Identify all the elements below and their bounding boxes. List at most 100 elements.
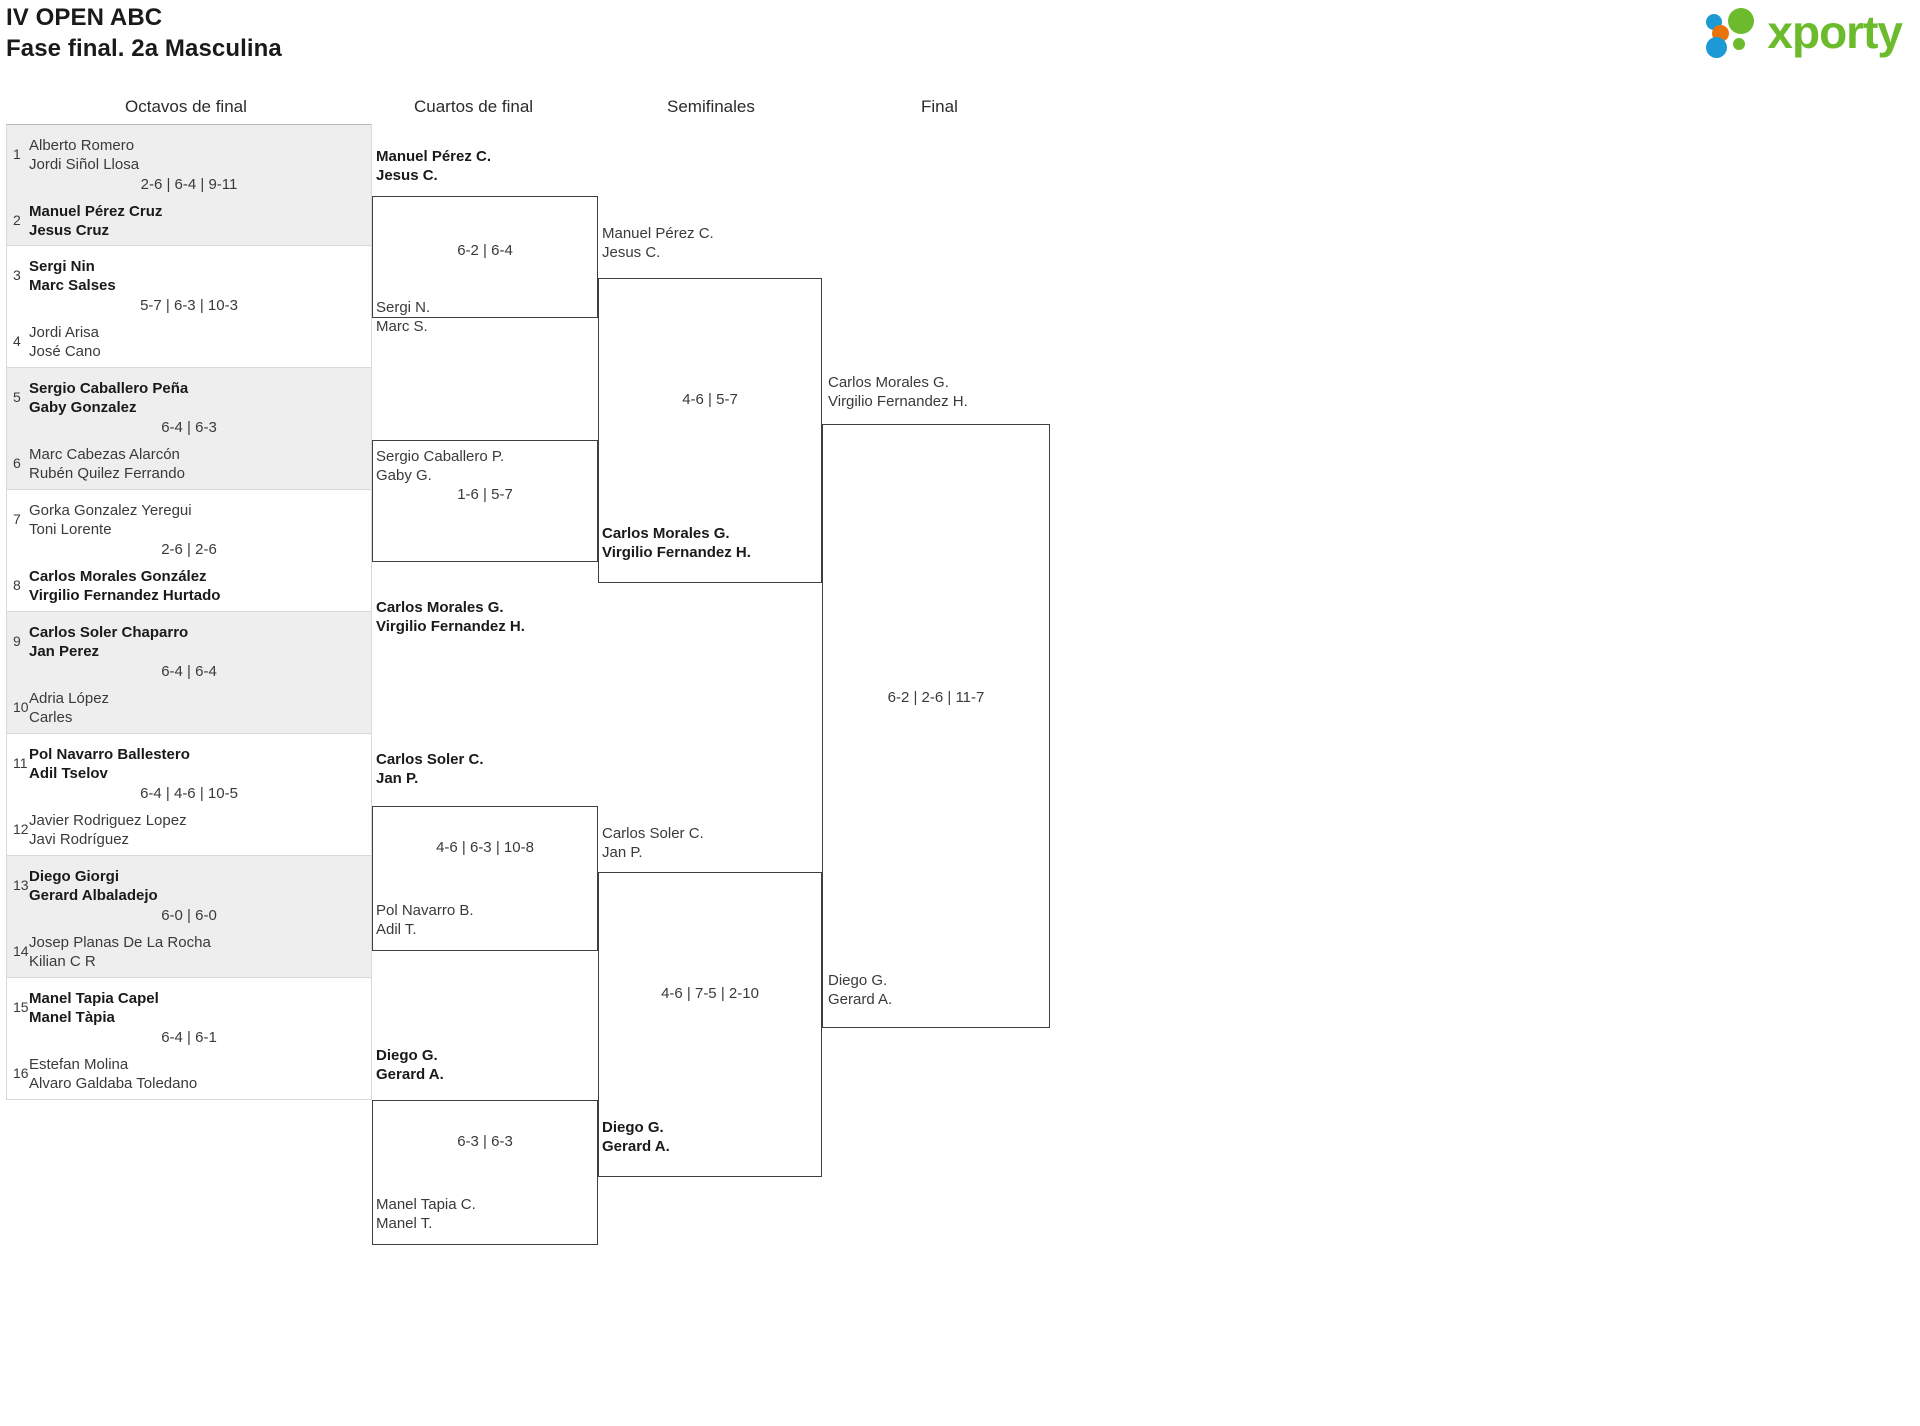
seed-number: 10 [13,699,29,715]
match-score: 6-2 | 2-6 | 11-7 [887,689,985,706]
team-name: Pol Navarro B. [376,902,474,919]
team-name: Jan P. [376,770,419,787]
team-name: Rubén Quilez Ferrando [29,465,185,482]
seed-number: 1 [13,146,21,162]
team-name: Marc S. [376,318,428,335]
seed-number: 12 [13,821,29,837]
team-name: Gerard A. [602,1138,670,1155]
seed-number: 4 [13,333,21,349]
team-name: Estefan Molina [29,1056,129,1073]
team-name: Manel Tapia Capel [29,990,159,1007]
team-name: Adria López [29,690,110,707]
team-name: Carlos Soler C. [602,825,704,842]
seed-number: 13 [13,877,29,893]
team-name: Adil T. [376,921,417,938]
match-score: 5-7 | 6-3 | 10-3 [140,297,238,314]
match-box[interactable]: 1-6 | 5-7 [372,440,598,562]
team-name: Marc Cabezas Alarcón [29,446,180,463]
match-score: 6-4 | 4-6 | 10-5 [140,785,238,802]
team-name: Carlos Morales González [29,568,207,585]
team-name: Pol Navarro Ballestero [29,746,190,763]
team-name: Kilian C R [29,953,96,970]
match-row[interactable]: 3 Sergi Nin Marc Salses 5-7 | 6-3 | 10-3… [6,246,372,368]
match-score: 2-6 | 6-4 | 9-11 [140,176,238,193]
seed-number: 9 [13,633,21,649]
seed-number: 3 [13,267,21,283]
match-score: 6-2 | 6-4 [457,242,513,259]
team-name: Virgilio Fernandez H. [828,393,968,410]
match-score: 1-6 | 5-7 [457,486,513,503]
match-row[interactable]: 9 Carlos Soler Chaparro Jan Perez 6-4 | … [6,612,372,734]
seed-number: 5 [13,389,21,405]
team-name: Gerard A. [376,1066,444,1083]
team-name: Jordi Siñol Llosa [29,156,140,173]
match-score: 6-4 | 6-1 [161,1029,217,1046]
match-score: 6-4 | 6-3 [161,419,217,436]
tournament-name: IV OPEN ABC [6,4,163,31]
seed-number: 6 [13,455,21,471]
team-name: Marc Salses [29,277,116,294]
team-name: Sergi Nin [29,258,95,275]
team-name: Jordi Arisa [29,324,100,341]
logo-wordmark: xporty [1767,6,1903,58]
match-box[interactable]: 4-6 | 7-5 | 2-10 [598,872,822,1177]
team-name: Alvaro Galdaba Toledano [29,1075,198,1092]
match-box[interactable]: 4-6 | 6-3 | 10-8 [372,806,598,951]
team-name: Toni Lorente [29,521,112,538]
team-name: Adil Tselov [29,765,108,782]
team-name: Manel T. [376,1215,433,1232]
team-name: Josep Planas De La Rocha [29,934,211,951]
team-name: Sergio Caballero P. [376,448,505,465]
match-row[interactable]: 11 Pol Navarro Ballestero Adil Tselov 6-… [6,734,372,856]
match-row[interactable]: 13 Diego Giorgi Gerard Albaladejo 6-0 | … [6,856,372,978]
team-name: Gaby G. [376,467,432,484]
seed-number: 8 [13,577,21,593]
match-row[interactable]: 7 Gorka Gonzalez Yeregui Toni Lorente 2-… [6,490,372,612]
team-name: Manuel Pérez C. [602,225,714,242]
team-name: Jesus C. [602,244,661,261]
seed-number: 7 [13,511,21,527]
match-score: 4-6 | 7-5 | 2-10 [661,985,759,1002]
team-name: Gorka Gonzalez Yeregui [29,502,192,519]
match-row[interactable]: 1 Alberto Romero Jordi Siñol Llosa 2-6 |… [6,124,372,246]
match-score: 2-6 | 2-6 [161,541,217,558]
match-box[interactable]: 6-3 | 6-3 [372,1100,598,1245]
team-name: Sergi N. [376,299,431,316]
team-name: Javi Rodríguez [29,831,130,848]
team-name: Jan Perez [29,643,100,660]
team-name: Carlos Morales G. [376,599,504,616]
team-name: Diego G. [376,1047,438,1064]
match-score: 6-3 | 6-3 [457,1133,513,1150]
match-score: 6-4 | 6-4 [161,663,217,680]
round-header-cuartos: Cuartos de final [414,97,534,116]
team-name: Carles [29,709,73,726]
team-name: Manuel Pérez Cruz [29,203,163,220]
match-row[interactable]: 5 Sergio Caballero Peña Gaby Gonzalez 6-… [6,368,372,490]
team-name: Gerard Albaladejo [29,887,158,904]
team-name: Virgilio Fernandez H. [376,618,525,635]
team-name: Diego Giorgi [29,868,119,885]
page-title: IV OPEN ABC Fase final. 2a Masculina [6,2,282,64]
team-name: Virgilio Fernandez H. [602,544,751,561]
team-name: Gaby Gonzalez [29,399,137,416]
round-header-octavos: Octavos de final [125,97,247,116]
team-name: José Cano [29,343,101,360]
team-name: Carlos Morales G. [602,525,730,542]
team-name: Diego G. [828,972,888,989]
team-name: Manel Tapia C. [376,1196,476,1213]
team-name: Carlos Morales G. [828,374,949,391]
team-name: Diego G. [602,1119,664,1136]
match-score: 6-0 | 6-0 [161,907,217,924]
team-name: Sergio Caballero Peña [29,380,189,397]
match-box[interactable]: 4-6 | 5-7 [598,278,822,583]
match-box[interactable]: 6-2 | 2-6 | 11-7 [822,424,1050,1028]
team-name: Manuel Pérez C. [376,148,492,165]
match-box[interactable]: 6-2 | 6-4 [372,196,598,318]
match-score: 4-6 | 5-7 [682,391,738,408]
logo-dots-icon [1706,8,1760,58]
match-row[interactable]: 15 Manel Tapia Capel Manel Tàpia 6-4 | 6… [6,978,372,1100]
team-name: Jan P. [602,844,643,861]
team-name: Alberto Romero [29,137,135,154]
team-name: Virgilio Fernandez Hurtado [29,587,221,604]
team-name: Carlos Soler C. [376,751,484,768]
